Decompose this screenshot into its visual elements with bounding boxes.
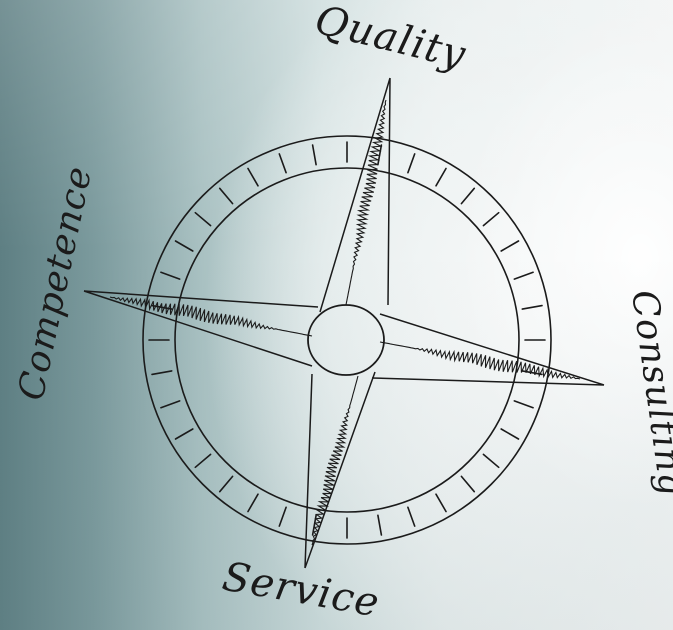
west-point: [83, 290, 319, 367]
outer-ring: [142, 135, 552, 545]
ring-tick: [377, 514, 383, 536]
ring-tick: [407, 506, 416, 527]
ring-ticks: [148, 141, 546, 539]
inner-ring: [174, 167, 520, 513]
ring-tick: [377, 144, 383, 166]
compass-hub: [307, 304, 385, 376]
star-shading: [109, 99, 581, 546]
ring-tick: [278, 506, 287, 527]
ring-tick: [482, 211, 500, 227]
ring-tick: [513, 271, 534, 280]
ring-tick: [218, 475, 234, 493]
ring-tick: [407, 153, 416, 174]
label-quality: Quality: [310, 0, 471, 79]
label-competence: Competence: [11, 162, 101, 403]
north-point: [319, 77, 391, 313]
south-point: [304, 371, 376, 569]
ring-tick: [500, 428, 520, 440]
ring-tick: [194, 453, 212, 469]
ring-tick: [194, 211, 212, 227]
label-service: Service: [219, 554, 383, 627]
ring-tick: [278, 153, 287, 174]
ring-tick: [174, 240, 194, 252]
compass-star: [83, 77, 605, 569]
ring-tick: [435, 167, 447, 187]
ring-tick: [500, 240, 520, 252]
ring-tick: [218, 187, 234, 205]
west-shading: [109, 296, 313, 337]
ring-tick: [460, 475, 476, 493]
ring-tick: [151, 370, 173, 376]
ring-tick: [460, 187, 476, 205]
ring-tick: [513, 400, 534, 409]
south-shading: [311, 375, 359, 546]
east-shading: [379, 341, 581, 380]
ring-tick: [311, 144, 317, 166]
north-shading: [345, 99, 387, 306]
ring-tick: [482, 453, 500, 469]
ring-tick: [247, 167, 259, 187]
label-consulting: Consulting: [623, 288, 673, 499]
ring-tick: [174, 428, 194, 440]
ring-tick: [160, 271, 181, 280]
ring-tick: [247, 493, 259, 513]
ring-tick: [521, 304, 543, 310]
ring-tick: [160, 400, 181, 409]
ring-tick: [435, 493, 447, 513]
east-point: [371, 313, 605, 386]
